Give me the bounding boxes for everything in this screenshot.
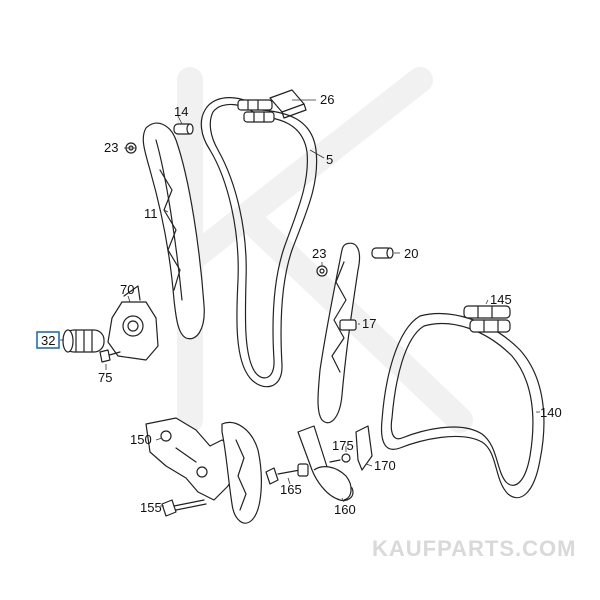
part-75-bolt[interactable] bbox=[99, 349, 121, 363]
callout-32[interactable]: 32 bbox=[41, 333, 55, 348]
callout-11[interactable]: 11 bbox=[144, 206, 158, 221]
part-32-chain-tensioner[interactable] bbox=[62, 329, 105, 353]
part-26-clip[interactable] bbox=[269, 89, 307, 119]
part-175-screw[interactable] bbox=[329, 453, 351, 463]
part-14-pin[interactable] bbox=[173, 123, 194, 135]
part-170-bracket[interactable] bbox=[355, 425, 373, 471]
callout-20[interactable]: 20 bbox=[404, 246, 418, 261]
callout-23-middle[interactable]: 23 bbox=[312, 246, 326, 261]
callout-17[interactable]: 17 bbox=[362, 316, 376, 331]
callout-175[interactable]: 175 bbox=[332, 438, 354, 453]
callout-170[interactable]: 170 bbox=[374, 458, 396, 473]
part-165-pin[interactable] bbox=[265, 463, 309, 485]
callout-160[interactable]: 160 bbox=[334, 502, 356, 517]
callout-23-upper[interactable]: 23 bbox=[104, 140, 118, 155]
leader-lines bbox=[60, 99, 540, 507]
callout-155[interactable]: 155 bbox=[140, 500, 162, 515]
callout-32-selected[interactable]: 32 bbox=[36, 331, 60, 349]
callout-165[interactable]: 165 bbox=[280, 482, 302, 497]
callout-145[interactable]: 145 bbox=[490, 292, 512, 307]
part-140-oil-pump-chain[interactable] bbox=[380, 313, 545, 499]
part-5-chain-link-detail bbox=[237, 99, 275, 123]
callout-75[interactable]: 75 bbox=[98, 370, 112, 385]
part-145-chain-link[interactable] bbox=[463, 305, 511, 333]
part-155-bolt[interactable] bbox=[161, 499, 207, 517]
part-160-slide-rail[interactable] bbox=[297, 425, 354, 502]
callout-150[interactable]: 150 bbox=[130, 432, 152, 447]
callout-labels: 14 26 23 5 11 23 20 70 145 17 75 140 150… bbox=[98, 92, 562, 517]
part-70-tensioner-housing[interactable] bbox=[107, 285, 159, 361]
part-5-timing-chain[interactable] bbox=[200, 97, 318, 388]
part-150-guide-rail bbox=[221, 421, 262, 524]
selected-callout-box[interactable] bbox=[36, 331, 60, 349]
callout-14[interactable]: 14 bbox=[174, 104, 188, 119]
part-11-tensioner-rail[interactable] bbox=[142, 122, 205, 340]
part-23-nut-middle[interactable] bbox=[316, 265, 328, 277]
part-20-pin[interactable] bbox=[371, 247, 394, 259]
callout-140[interactable]: 140 bbox=[540, 405, 562, 420]
watermark-text: KAUFPARTS.COM bbox=[372, 536, 576, 561]
callout-70[interactable]: 70 bbox=[120, 282, 134, 297]
part-17-guide-rail[interactable] bbox=[317, 242, 361, 424]
callout-26[interactable]: 26 bbox=[320, 92, 334, 107]
callout-5[interactable]: 5 bbox=[326, 152, 333, 167]
